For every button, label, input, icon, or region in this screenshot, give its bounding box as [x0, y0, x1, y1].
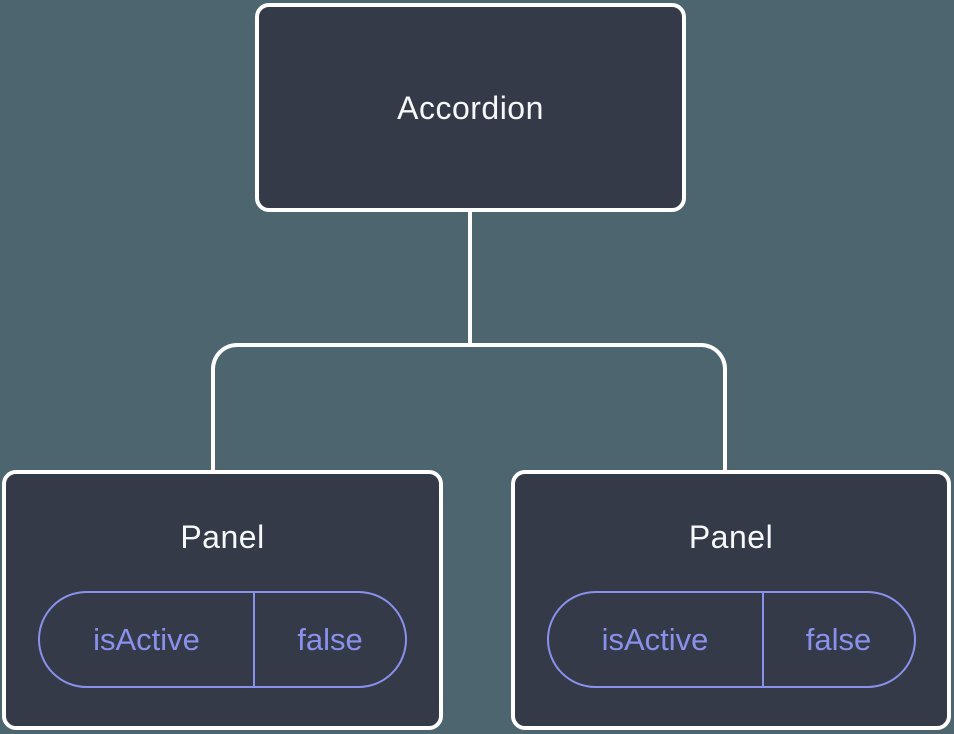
state-pill-divider: [761, 593, 764, 686]
state-pill-right: isActive false: [546, 591, 916, 688]
state-pill-divider: [253, 593, 255, 686]
node-accordion-label: Accordion: [397, 89, 544, 126]
node-panel-right: Panel isActive false: [511, 470, 951, 730]
state-key-label: isActive: [93, 621, 200, 657]
node-accordion: Accordion: [255, 3, 686, 212]
node-panel-left-label: Panel: [180, 519, 265, 555]
state-key-label: isActive: [601, 621, 709, 657]
node-panel-right-label: Panel: [688, 519, 774, 555]
state-value-label: false: [805, 621, 872, 657]
state-pill-left: isActive false: [38, 591, 407, 688]
state-value-label: false: [297, 621, 363, 657]
connector-stem: [468, 212, 472, 345]
node-panel-left: Panel isActive false: [2, 470, 443, 730]
connector-bracket: [211, 343, 727, 470]
